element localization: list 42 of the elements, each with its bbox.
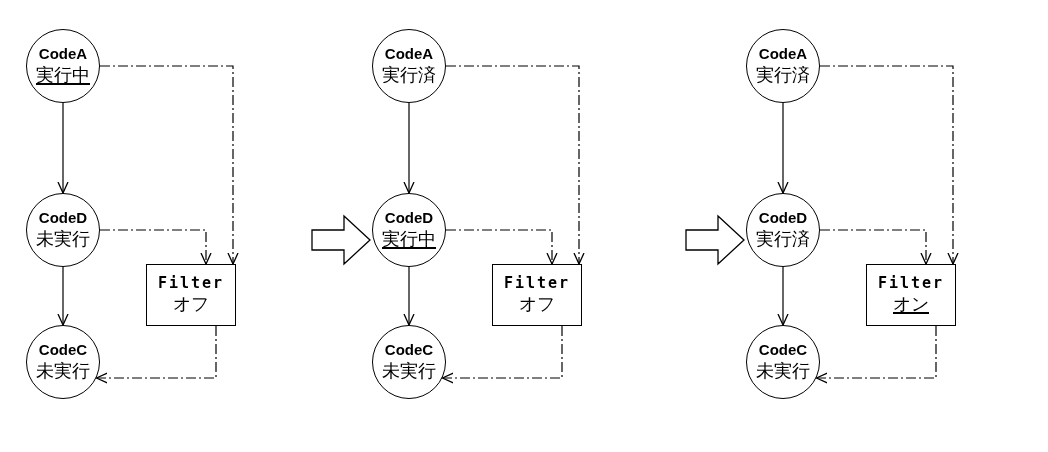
arrow — [445, 65, 585, 265]
node-name: CodeD — [758, 209, 808, 229]
arrow — [819, 229, 932, 265]
node-status: 未実行 — [382, 360, 436, 383]
filter-box — [492, 264, 582, 326]
node-name: CodeC — [384, 341, 434, 361]
arrow — [99, 229, 212, 265]
arrow — [445, 229, 558, 265]
node-status: 実行済 — [756, 228, 810, 251]
arrow — [95, 325, 217, 384]
filter-box — [146, 264, 236, 326]
node-status: 実行中 — [36, 64, 90, 87]
node-name: CodeD — [38, 209, 88, 229]
arrow — [403, 266, 415, 326]
node-status: 未実行 — [36, 360, 90, 383]
arrow — [57, 102, 69, 194]
node-status: 実行中 — [382, 228, 436, 251]
node-status: 未実行 — [36, 228, 90, 251]
node-status: オン — [893, 293, 929, 316]
node-name: Filter — [157, 274, 225, 294]
node-status: オフ — [519, 293, 555, 316]
node-name: CodeA — [38, 45, 88, 65]
arrow — [777, 102, 789, 194]
node-name: Filter — [503, 274, 571, 294]
arrow — [99, 65, 239, 265]
arrow — [819, 65, 959, 265]
node-status: 実行済 — [756, 64, 810, 87]
node-status: 実行済 — [382, 64, 436, 87]
node-name: CodeA — [758, 45, 808, 65]
node-name: Filter — [877, 274, 945, 294]
filter-box — [866, 264, 956, 326]
node-status: 未実行 — [756, 360, 810, 383]
node-name: CodeA — [384, 45, 434, 65]
arrow — [403, 102, 415, 194]
node-name: CodeC — [38, 341, 88, 361]
node-status: オフ — [173, 293, 209, 316]
arrow — [777, 266, 789, 326]
arrow — [815, 325, 937, 384]
arrow — [57, 266, 69, 326]
arrow — [441, 325, 563, 384]
node-name: CodeC — [758, 341, 808, 361]
node-name: CodeD — [384, 209, 434, 229]
